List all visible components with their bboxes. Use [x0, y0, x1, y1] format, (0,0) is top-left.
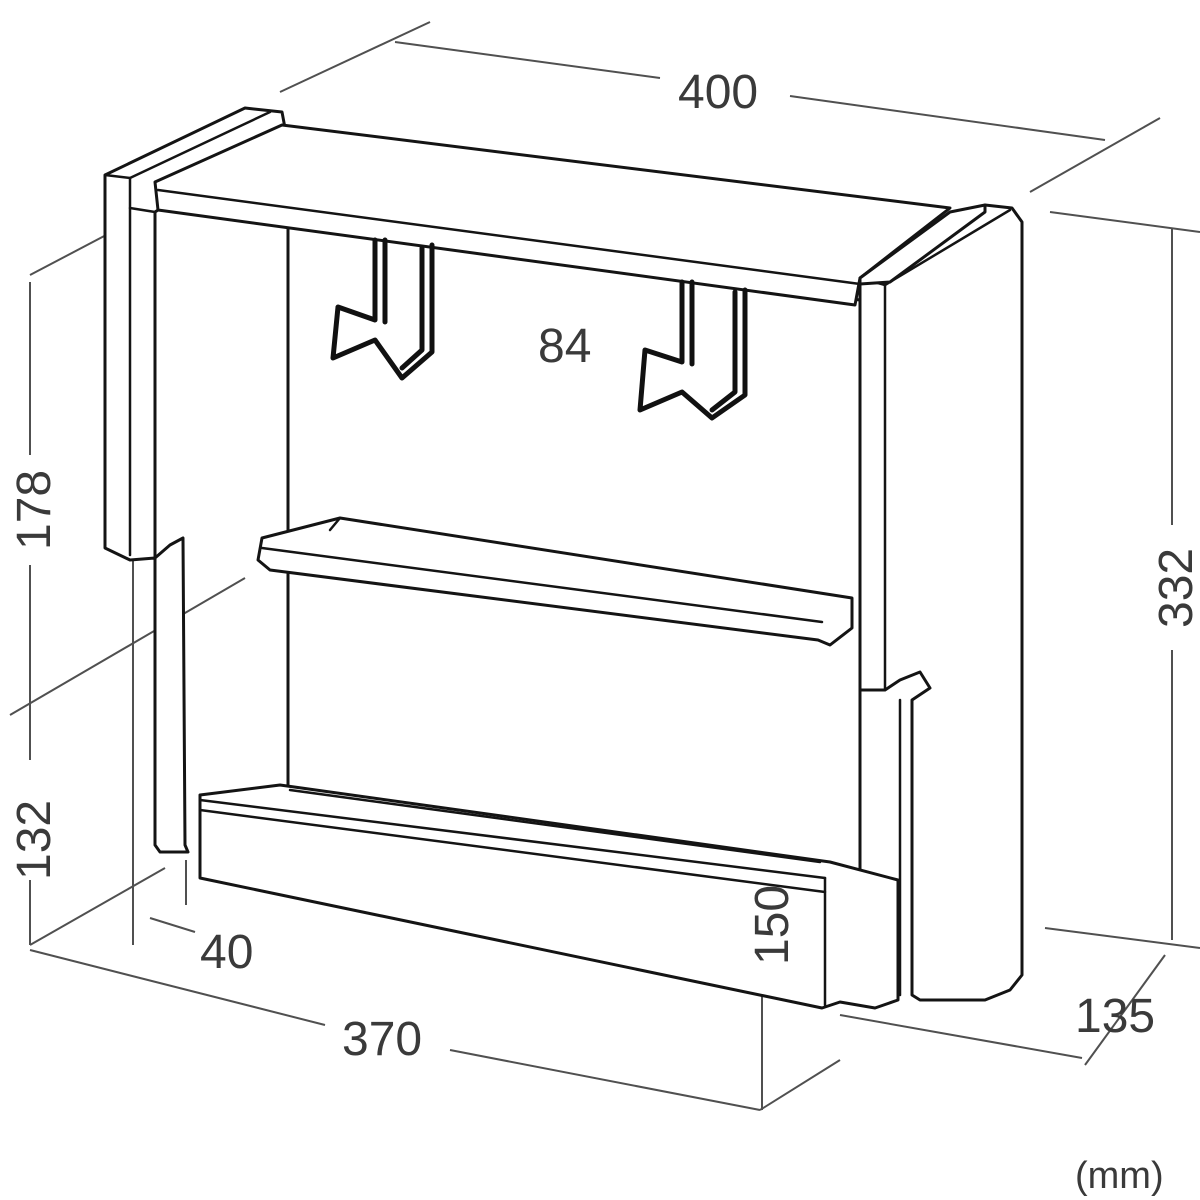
- dim-tray-height-label: 150: [746, 885, 799, 965]
- hook-left: [330, 237, 435, 381]
- dim-foot-depth-label: 40: [200, 926, 253, 979]
- dim-width-bottom-label: 370: [342, 1013, 422, 1066]
- middle-shelf: [256, 516, 854, 647]
- dim-lower-section-label: 132: [8, 800, 61, 880]
- dimension-lines: [9, 21, 1200, 1111]
- units-label: (mm): [1075, 1155, 1164, 1197]
- cable-organizer-drawing: [103, 106, 1024, 1010]
- right-side-panel: [858, 203, 1024, 1002]
- dim-width-top-label: 400: [678, 66, 758, 119]
- dim-total-height-label: 332: [1150, 548, 1200, 628]
- left-side-panel: [103, 106, 287, 854]
- bottom-tray: [198, 783, 900, 1010]
- dim-depth-label: 135: [1075, 990, 1155, 1043]
- dim-upper-section-label: 178: [8, 470, 61, 550]
- hook-right: [637, 279, 748, 421]
- dim-hook-height-label: 84: [538, 320, 591, 373]
